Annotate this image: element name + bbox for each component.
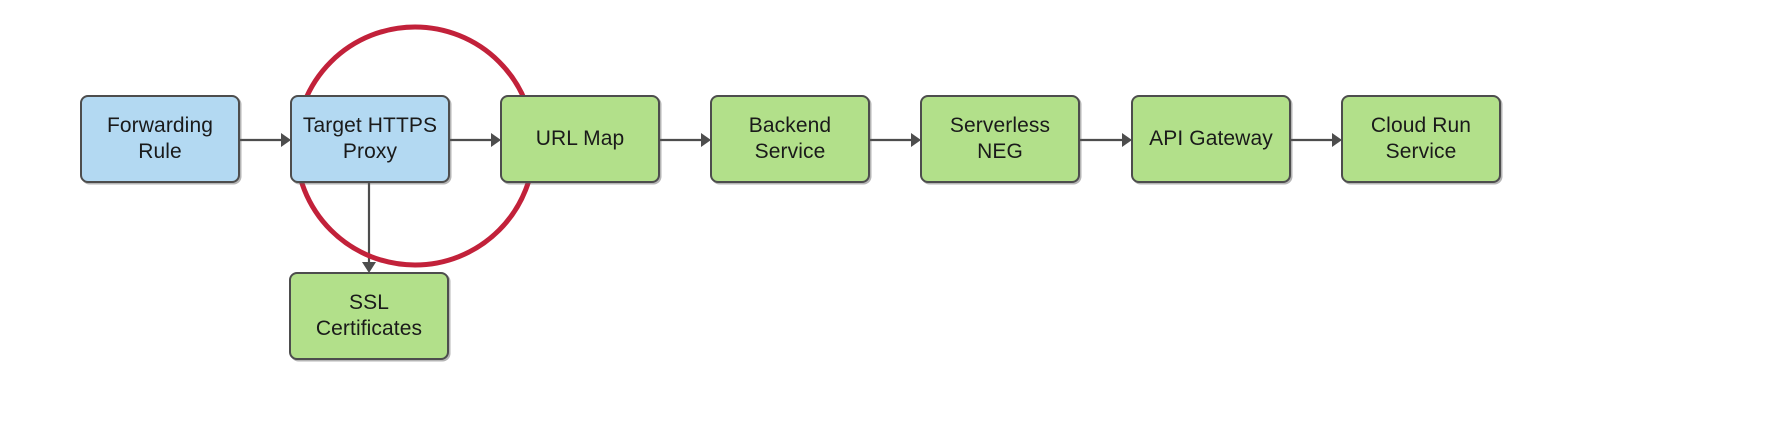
node-label: Forwarding Rule [106,113,214,163]
node-label: Serverless NEG [949,113,1051,163]
edge-forwarding-rule-to-target-https-proxy [240,133,291,147]
edge-target-https-proxy-to-ssl-certificates [362,183,376,273]
node-ssl-certificates[interactable]: SSL Certificates [289,272,449,360]
node-cloud-run-service[interactable]: Cloud Run Service [1341,95,1501,183]
edge-url-map-to-backend-service [660,133,711,147]
node-target-https-proxy[interactable]: Target HTTPS Proxy [290,95,450,183]
node-label: Cloud Run Service [1370,113,1472,163]
edge-target-https-proxy-to-url-map [450,133,501,147]
edge-serverless-neg-to-api-gateway [1080,133,1132,147]
edge-backend-service-to-serverless-neg [870,133,921,147]
node-label: Target HTTPS Proxy [302,113,438,163]
node-label: Backend Service [748,113,832,163]
edge-api-gateway-to-cloud-run-service [1291,133,1342,147]
node-label: API Gateway [1149,126,1273,150]
node-backend-service[interactable]: Backend Service [710,95,870,183]
node-label: SSL Certificates [315,290,423,340]
node-serverless-neg[interactable]: Serverless NEG [920,95,1080,183]
node-url-map[interactable]: URL Map [500,95,660,183]
node-label: URL Map [535,126,625,150]
node-forwarding-rule[interactable]: Forwarding Rule [80,95,240,183]
node-api-gateway[interactable]: API Gateway [1131,95,1291,183]
